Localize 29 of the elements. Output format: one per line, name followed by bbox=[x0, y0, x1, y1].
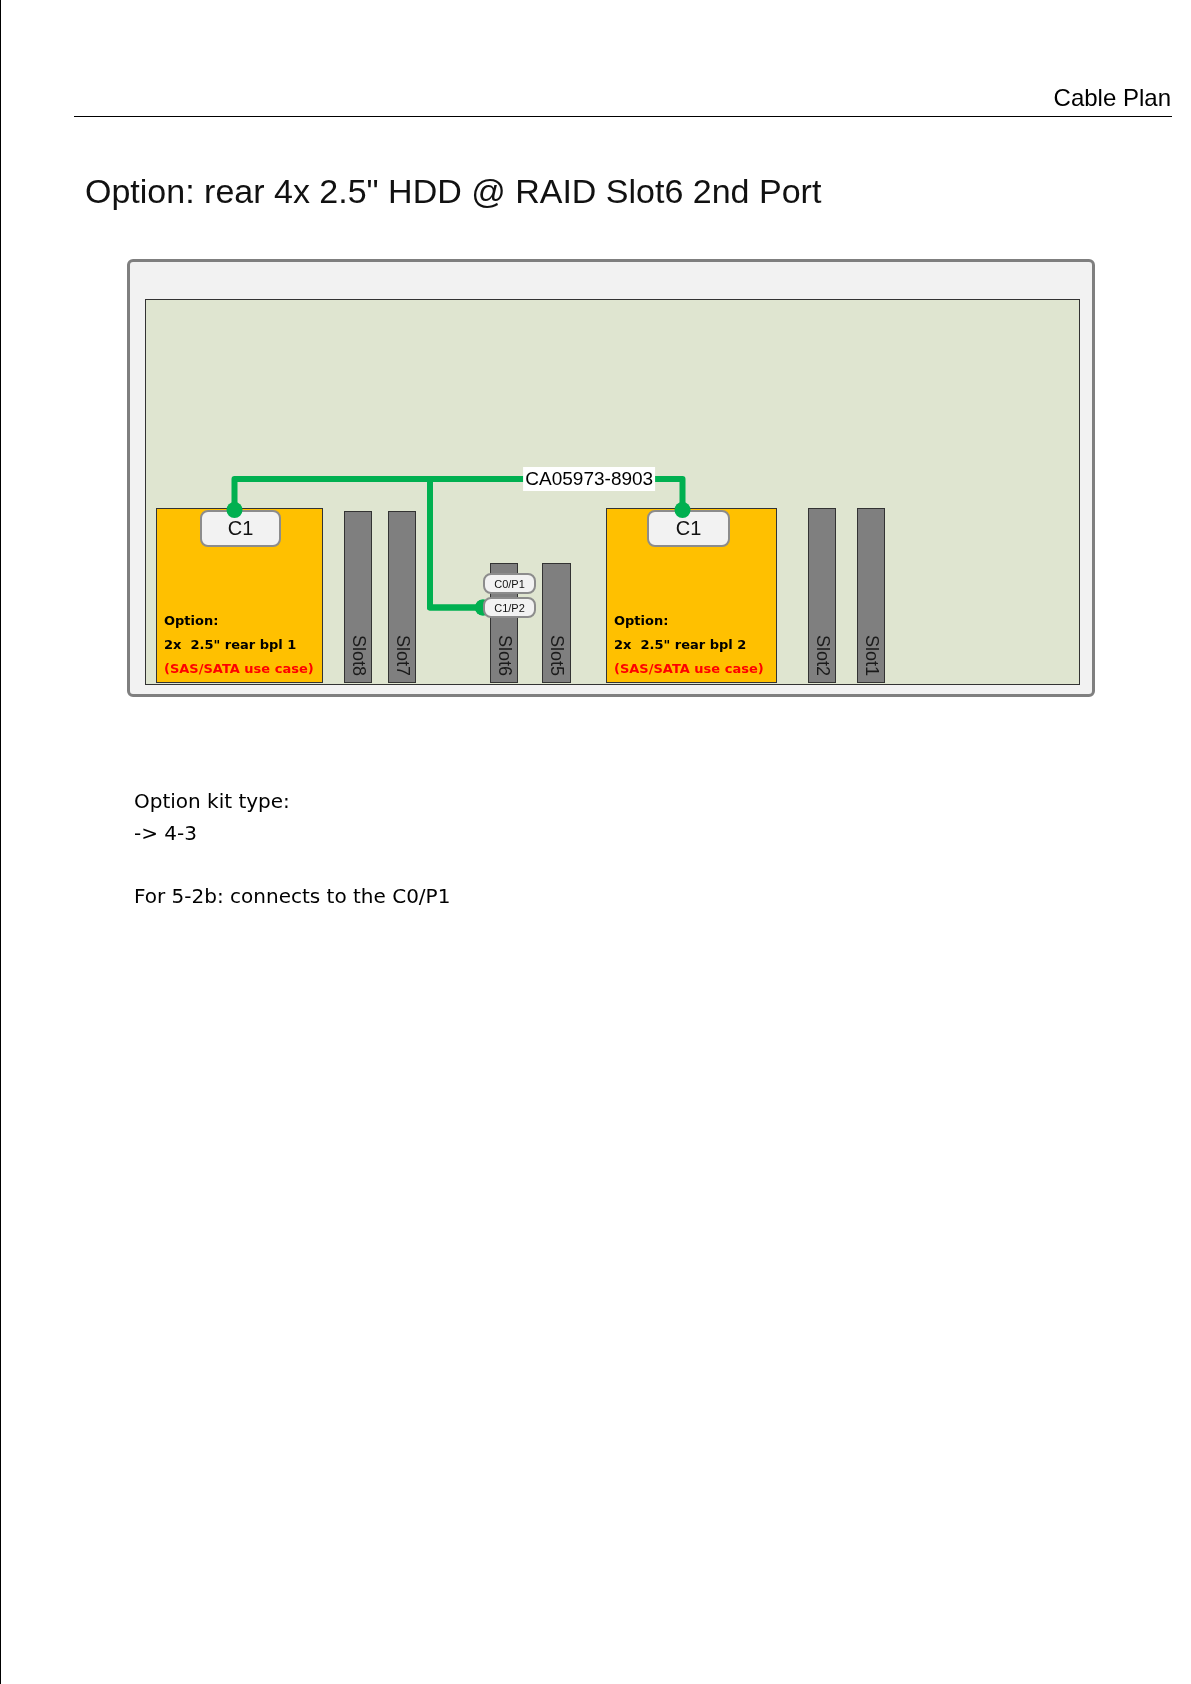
note-text: Option kit type: bbox=[134, 789, 290, 813]
cable-label: CA05973-8903 bbox=[523, 467, 656, 491]
slot-label: Slot7 bbox=[391, 634, 413, 676]
backplane-box bbox=[156, 508, 323, 683]
slot-bar bbox=[344, 511, 372, 683]
connector-box: C1 bbox=[647, 510, 730, 547]
use-case-note: (SAS/SATA use case) bbox=[614, 661, 764, 676]
backplane-box bbox=[606, 508, 777, 683]
slot-label: Slot8 bbox=[347, 634, 369, 676]
slot-bar bbox=[808, 508, 836, 683]
slot-label: Slot5 bbox=[546, 634, 567, 676]
header-text: Cable Plan bbox=[1053, 84, 1171, 112]
note-text: -> 4-3 bbox=[134, 821, 197, 845]
option-heading: Option: bbox=[164, 613, 219, 628]
slot-label: Slot6 bbox=[493, 634, 515, 676]
slot-bar bbox=[542, 563, 571, 683]
option-heading: Option: bbox=[614, 613, 669, 628]
connector-box: C1 bbox=[200, 510, 281, 547]
slot-bar bbox=[857, 508, 885, 683]
backplane-name: 2x 2.5" rear bpl 2 bbox=[614, 637, 747, 652]
backplane-name: 2x 2.5" rear bpl 1 bbox=[164, 637, 297, 652]
slot-label: Slot1 bbox=[860, 634, 882, 676]
use-case-note: (SAS/SATA use case) bbox=[164, 661, 314, 676]
connector-box: C1/P2 bbox=[483, 597, 536, 618]
page-title: Option: rear 4x 2.5" HDD @ RAID Slot6 2nd Port bbox=[85, 172, 822, 211]
slot-label: Slot2 bbox=[811, 634, 833, 676]
connector-box: C0/P1 bbox=[483, 573, 536, 594]
slot-bar bbox=[388, 511, 416, 683]
note-text: For 5-2b: connects to the C0/P1 bbox=[134, 884, 451, 908]
